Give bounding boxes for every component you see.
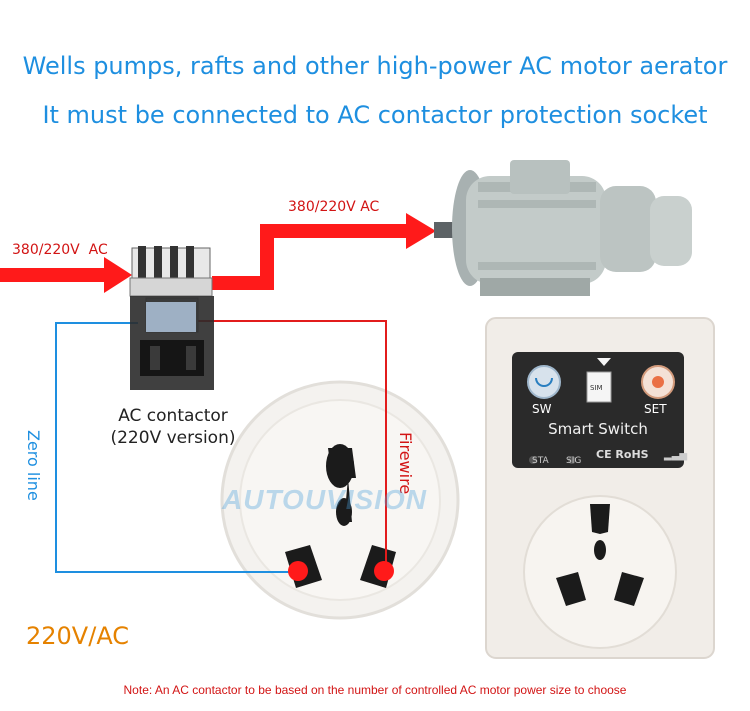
- neutral-terminal: [288, 561, 308, 581]
- voltage-label: 220V/AC: [26, 622, 130, 650]
- contactor-label-line2: (220V version): [110, 428, 236, 448]
- smart-switch-name: Smart Switch: [548, 420, 648, 438]
- live-wire: [198, 320, 387, 572]
- watermark: AUTOUVISION: [222, 484, 427, 515]
- input-voltage-label: 380/220V AC: [12, 242, 108, 258]
- set-label: SET: [644, 402, 667, 416]
- ac-contactor: [129, 246, 214, 390]
- headline-1: Wells pumps, rafts and other high-power …: [22, 52, 728, 80]
- input-arrow: [0, 257, 132, 293]
- neutral-wire: [55, 322, 298, 573]
- footer-note: Note: An AC contactor to be based on the…: [123, 683, 627, 697]
- sta-label: STA: [532, 456, 549, 466]
- live-terminal: [374, 561, 394, 581]
- headline-2: It must be connected to AC contactor pro…: [42, 101, 708, 129]
- zero-line-label: Zero line: [24, 430, 43, 501]
- sim-label: SIM: [590, 384, 603, 392]
- ce-rohs-mark: CE RoHS: [596, 448, 649, 461]
- output-arrow: [212, 213, 436, 290]
- contactor-label-line1: AC contactor: [118, 406, 228, 426]
- signal-icon: ▂▃▅: [664, 450, 688, 461]
- ac-motor: [434, 160, 692, 296]
- smart-switch: [485, 317, 715, 659]
- output-voltage-label: 380/220V AC: [288, 199, 380, 215]
- wall-outlet: [220, 380, 460, 620]
- contactor-label: AC contactor (220V version): [98, 405, 248, 449]
- firewire-label: Firewire: [396, 432, 415, 495]
- sig-label: SIG: [566, 456, 582, 466]
- sw-label: SW: [532, 402, 552, 416]
